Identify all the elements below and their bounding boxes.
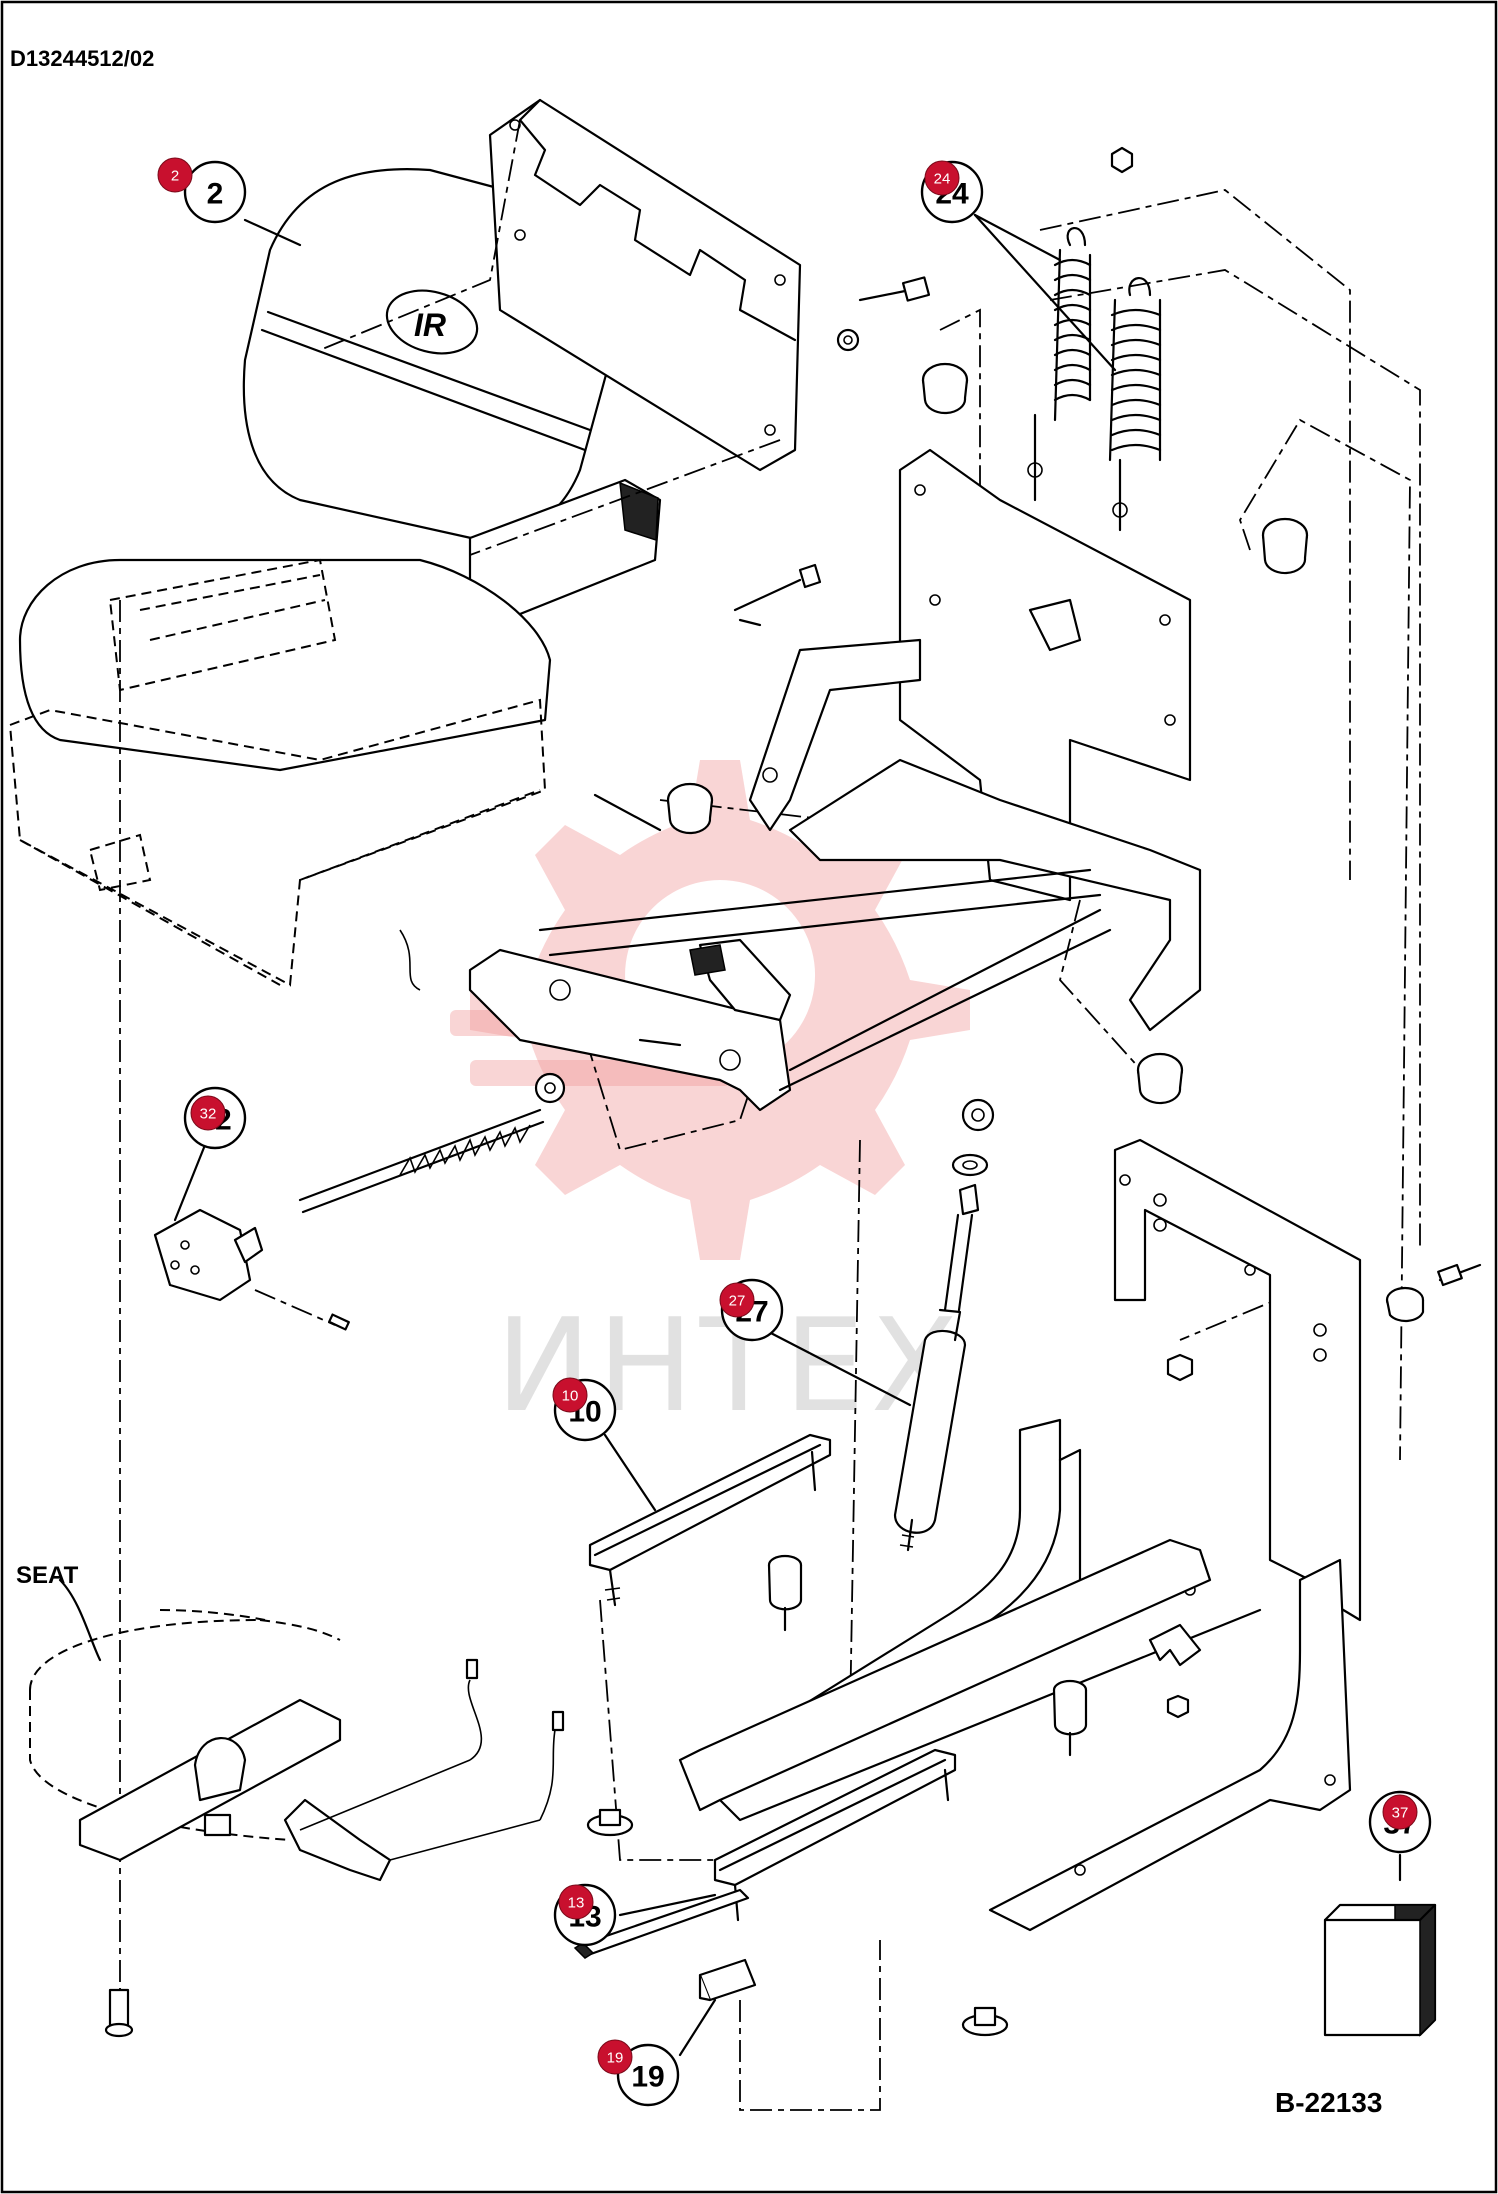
- bumper-top: [921, 362, 969, 415]
- badge-37[interactable]: 37: [1382, 1794, 1418, 1830]
- tension-springs: [1027, 146, 1162, 532]
- figure-number: B-22133: [1275, 2087, 1382, 2118]
- badge-27[interactable]: 27: [719, 1282, 755, 1318]
- upper-suspension-frame: [468, 448, 1202, 1112]
- slide-rails: [573, 1433, 957, 1959]
- svg-text:10: 10: [562, 1388, 579, 1405]
- badge-2[interactable]: 2: [157, 157, 193, 193]
- bumper-mid: [666, 782, 714, 835]
- svg-text:19: 19: [607, 2050, 624, 2067]
- callout-2: 2: [183, 160, 247, 224]
- rubber-bumpers: [666, 362, 1309, 1105]
- svg-text:2: 2: [207, 178, 224, 211]
- lower-base-frame: [678, 1138, 1482, 1932]
- badge-32[interactable]: 32: [190, 1095, 226, 1131]
- spring-right: [1108, 277, 1162, 532]
- seat-assembly: IR: [8, 98, 931, 991]
- svg-text:27: 27: [729, 1293, 746, 1310]
- foot-right: [961, 2006, 1009, 2037]
- bumper-right: [1261, 517, 1309, 575]
- rail-upper: [588, 1433, 832, 1607]
- bushing-a: [767, 1554, 803, 1632]
- bumper-low: [1136, 1052, 1184, 1105]
- spring-left: [1027, 227, 1092, 502]
- svg-text:19: 19: [631, 2061, 664, 2094]
- svg-text:13: 13: [568, 1895, 585, 1912]
- callout-19: 19: [616, 2043, 680, 2107]
- foot-left: [586, 1808, 634, 1837]
- svg-text:24: 24: [934, 171, 951, 188]
- svg-text:2: 2: [171, 168, 179, 185]
- badge-19[interactable]: 19: [597, 2039, 633, 2075]
- seat-label: SEAT: [16, 1562, 79, 1589]
- height-adjuster: [153, 1072, 566, 1331]
- seat-outline-lower: [29, 1578, 565, 1882]
- callout-leaders: [173, 213, 1117, 2057]
- spacer-bushings: [104, 1554, 1088, 2038]
- bushing-b: [1052, 1679, 1088, 1757]
- svg-text:37: 37: [1392, 1805, 1409, 1822]
- badge-13[interactable]: 13: [558, 1884, 594, 1920]
- shock-absorber: [893, 1098, 995, 1552]
- rail-lower: [573, 1748, 957, 1959]
- clip-19: [698, 1958, 757, 2002]
- bottom-bolt: [104, 1988, 134, 2038]
- svg-text:32: 32: [200, 1106, 217, 1123]
- seat-logo: IR: [414, 307, 446, 343]
- document-number: D13244512/02: [10, 46, 154, 71]
- badge-24[interactable]: 24: [924, 160, 960, 196]
- badge-10[interactable]: 10: [552, 1377, 588, 1413]
- item-37-box: [1323, 1853, 1437, 2037]
